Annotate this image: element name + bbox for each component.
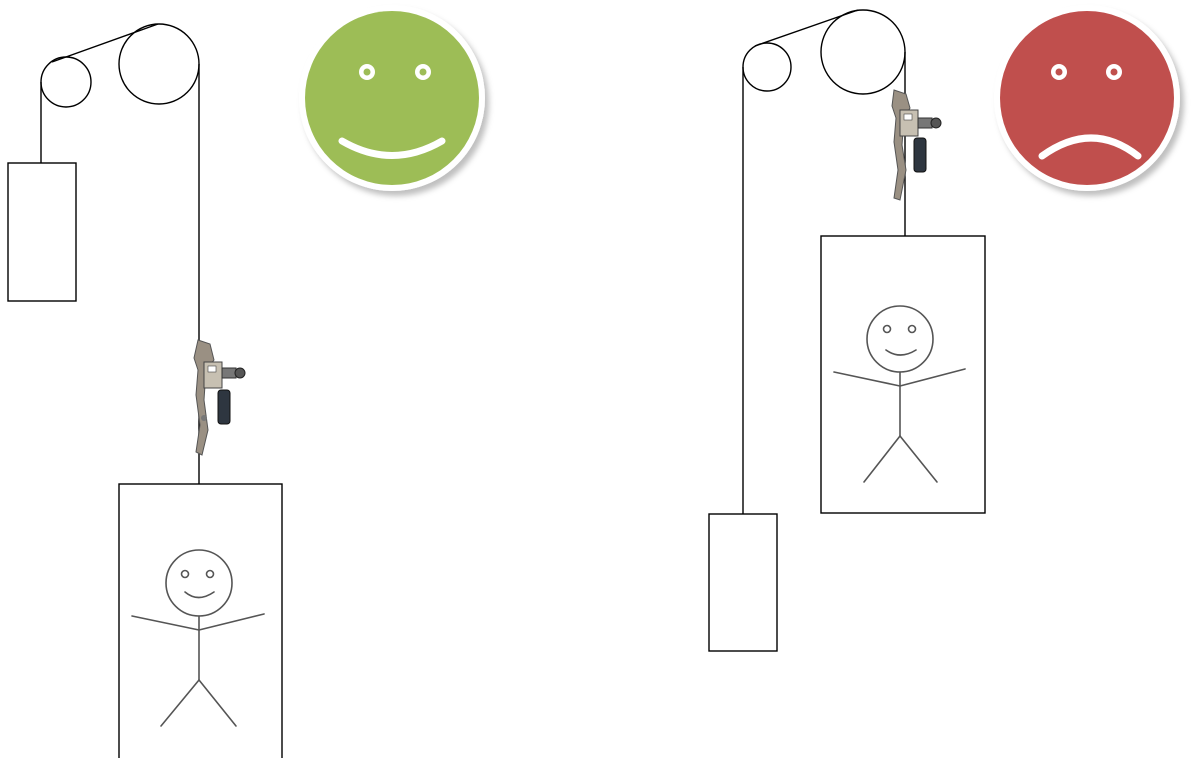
rope-top [755,10,858,46]
counterweight-icon [709,514,777,651]
large-pulley-icon [119,24,199,104]
counterweight-icon [8,163,76,301]
sad-face-icon [994,5,1180,191]
small-pulley-icon [41,57,91,107]
rope-grab-device-icon [194,340,245,455]
large-pulley-icon [821,10,905,94]
rope-grab-device-icon [892,90,941,200]
rope-top [52,24,158,62]
happy-face-icon [299,5,485,191]
elevator-car-icon [119,484,282,758]
left-panel [8,5,485,758]
small-pulley-icon [743,43,791,91]
right-panel [709,5,1180,651]
